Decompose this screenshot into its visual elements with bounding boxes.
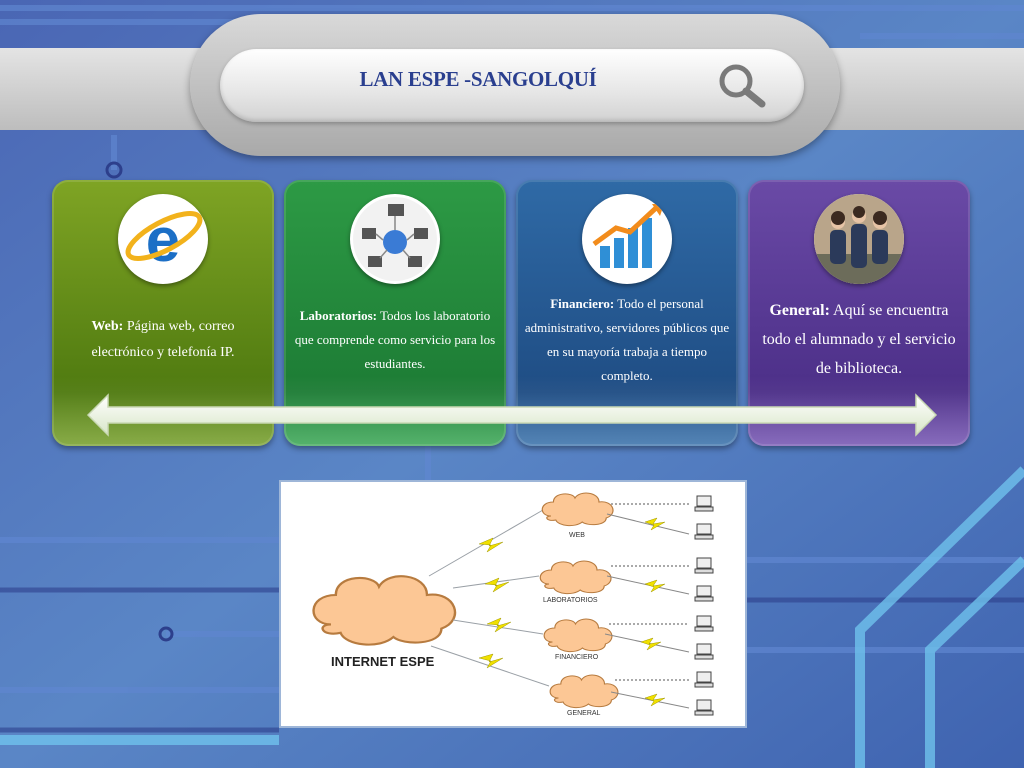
branch-label-general: GENERAL — [567, 710, 601, 717]
branch-label-laboratorios: LABORATORIOS — [543, 597, 598, 604]
computers — [694, 495, 714, 716]
diagram-main-label: INTERNET ESPE — [331, 654, 435, 669]
cloud-general — [549, 674, 619, 709]
card-web[interactable]: e Web: Página web, correo electrónico y … — [52, 180, 274, 446]
branch-label-financiero: FINANCIERO — [555, 654, 599, 661]
internet-cloud — [312, 575, 457, 646]
cloud-financiero — [543, 618, 613, 653]
card-laboratorios-text: Laboratorios: Todos los laboratorio que … — [294, 308, 496, 371]
network-diagram-graphic — [312, 492, 714, 716]
internet-explorer-icon: e — [118, 194, 208, 284]
search-bar[interactable] — [220, 49, 804, 122]
page-title: LAN ESPE -SANGOLQUÍ — [359, 67, 597, 91]
cloud-laboratorios — [539, 560, 612, 595]
cloud-web — [541, 492, 614, 527]
card-general-text: General: Aquí se encuentra todo el alumn… — [762, 302, 956, 377]
double-arrow-icon — [86, 393, 938, 437]
card-financiero-text: Financiero: Todo el personal administrat… — [524, 296, 730, 383]
bar-chart-growth-icon — [582, 194, 672, 284]
card-web-text: Web: Página web, correo electrónico y te… — [91, 319, 235, 360]
network-computers-icon — [350, 194, 440, 284]
students-photo — [814, 194, 904, 284]
branch-label-web: WEB — [569, 532, 585, 539]
card-general[interactable]: General: Aquí se encuentra todo el alumn… — [748, 180, 970, 446]
magnifier-icon[interactable] — [714, 62, 770, 110]
network-diagram: INTERNET ESPE WEB LABORATORIOS FINANCIER… — [279, 480, 747, 728]
